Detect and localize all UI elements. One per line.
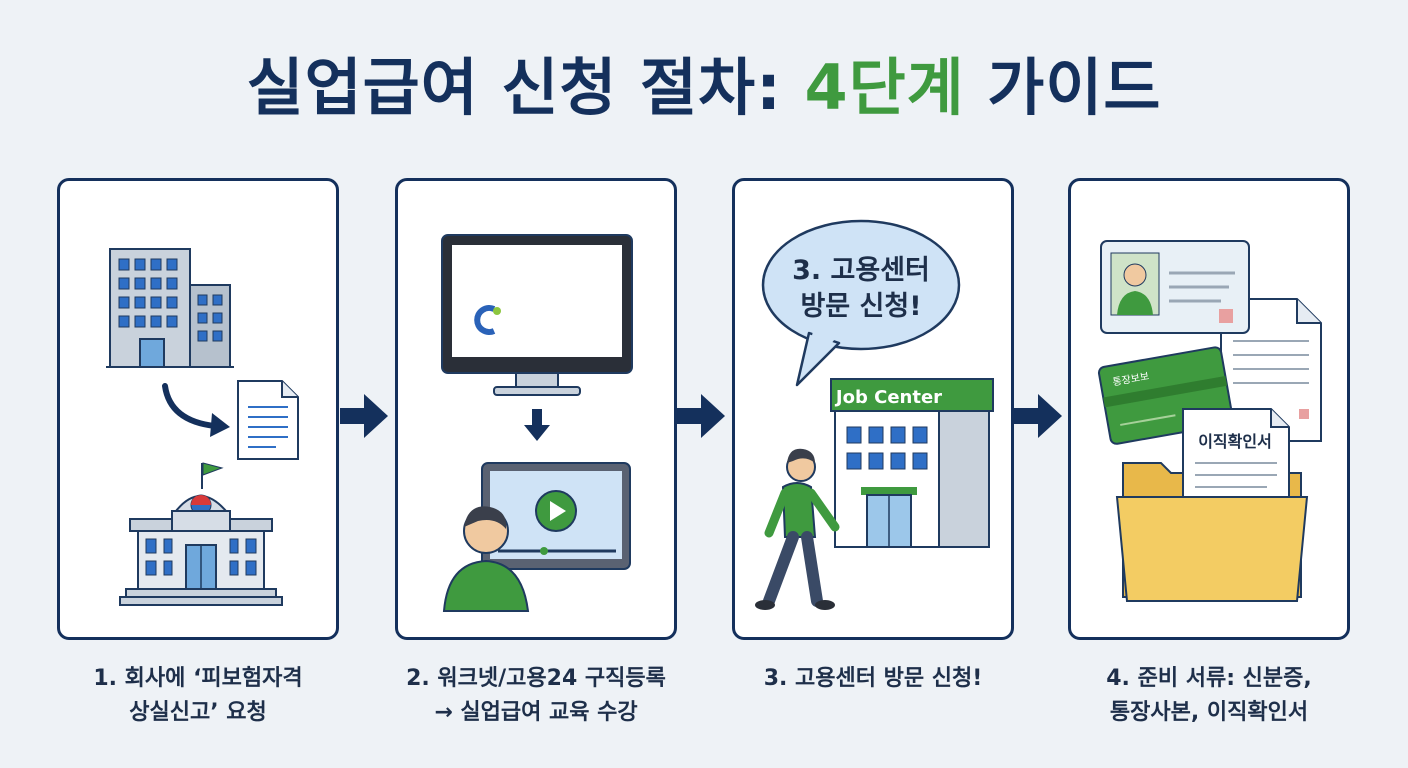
office-building-icon xyxy=(106,248,234,368)
folder-front-icon xyxy=(1115,496,1309,602)
down-arrow-icon xyxy=(524,409,550,441)
person-viewer-icon xyxy=(442,506,530,612)
next-step-arrow-3 xyxy=(1014,394,1062,438)
step-caption-2: 2. 워크넷/고용24 구직등록 → 실업급여 교육 수강 xyxy=(376,662,696,730)
document-icon xyxy=(237,380,299,460)
speech-line-2: 방문 신청! xyxy=(800,291,921,322)
speech-line-1: 3. 고용센터 xyxy=(792,255,930,286)
step-caption-4-line-1: 4. 준비 서류: 신분증, xyxy=(1106,666,1312,691)
step-caption-3: 3. 고용센터 방문 신청! xyxy=(713,662,1033,696)
title-main: 실업급여 신청 절차: xyxy=(246,51,805,124)
id-card-icon xyxy=(1100,240,1250,334)
step-caption-2-line-1: 2. 워크넷/고용24 구직등록 xyxy=(406,666,666,691)
step-caption-4-line-2: 통장사본, 이직확인서 xyxy=(1109,700,1309,725)
curved-arrow-icon xyxy=(162,383,230,437)
title-tail: 가이드 xyxy=(964,51,1162,124)
government-building-icon xyxy=(119,462,283,606)
title-highlight: 4단계 xyxy=(804,51,965,124)
step-card-2 xyxy=(395,178,677,640)
computer-monitor-icon xyxy=(441,234,633,396)
step-caption-4: 4. 준비 서류: 신분증, 통장사본, 이직확인서 xyxy=(1049,662,1369,730)
step-card-4: 통장보보 이직확인서 xyxy=(1068,178,1350,640)
step-card-3: 3. 고용센터 방문 신청! Job Center xyxy=(732,178,1014,640)
next-step-arrow-2 xyxy=(677,394,725,438)
job-center-sign: Job Center xyxy=(834,387,942,408)
step-caption-1: 1. 회사에 ‘피보험자격 상실신고’ 요청 xyxy=(38,662,358,730)
page-title: 실업급여 신청 절차: 4단계 가이드 xyxy=(0,48,1408,128)
job-center-building-icon: Job Center xyxy=(830,378,994,548)
goyong24-logo-icon xyxy=(474,305,501,335)
document-label: 이직확인서 xyxy=(1198,432,1272,451)
document-icon xyxy=(1220,298,1322,442)
speech-bubble-icon: 3. 고용센터 방문 신청! xyxy=(761,219,961,387)
step-caption-2-line-2: → 실업급여 교육 수강 xyxy=(434,700,638,725)
step-caption-1-line-1: 1. 회사에 ‘피보험자격 xyxy=(93,666,303,691)
video-play-icon xyxy=(481,462,631,570)
step-card-1 xyxy=(57,178,339,640)
next-step-arrow-1 xyxy=(340,394,388,438)
step-caption-1-line-2: 상실신고’ 요청 xyxy=(129,700,267,725)
step-caption-3-line-1: 3. 고용센터 방문 신청! xyxy=(763,666,983,691)
walking-person-icon xyxy=(755,448,840,610)
